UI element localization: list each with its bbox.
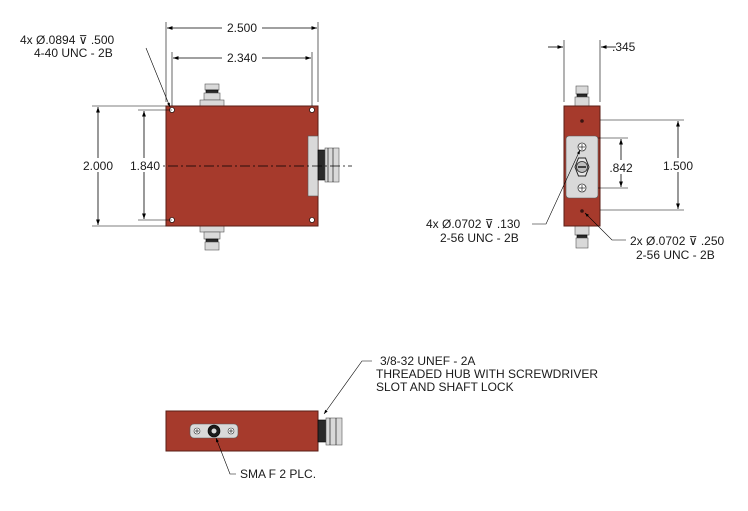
- side-holes-line2: 2-56 UNC - 2B: [636, 248, 715, 262]
- side-view: .345 .842 1.500 4x Ø.0702 ⊽ .130 2-56 UN…: [426, 40, 725, 262]
- side-holes-line1: 2x Ø.0702 ⊽ .250: [630, 234, 725, 248]
- top-sma-connector: [199, 83, 225, 107]
- dim-overall-width: 2.500: [227, 21, 257, 35]
- sma-connector-bottom: [189, 423, 239, 439]
- bottom-sma-connector: [199, 225, 225, 251]
- dim-overall-height: 2.000: [83, 159, 113, 173]
- hole-callout-line2: 4-40 UNC - 2B: [34, 46, 113, 60]
- corner-hole-br: [309, 217, 315, 223]
- corner-hole-tr: [309, 107, 315, 113]
- hole-callout-line1: 4x Ø.0894 ⊽ .500: [20, 33, 115, 47]
- dim-connector-spacing: .842: [609, 161, 633, 175]
- dim-height: 1.500: [663, 159, 693, 173]
- hub-callout-line3: SLOT AND SHAFT LOCK: [376, 380, 514, 394]
- hub-callout-line2: THREADED HUB WITH SCREWDRIVER: [376, 367, 598, 381]
- side-bottom-connector: [574, 225, 590, 249]
- dim-hole-spacing-width: 2.340: [227, 51, 257, 65]
- bottom-view: 3/8-32 UNEF - 2A THREADED HUB WITH SCREW…: [165, 354, 598, 481]
- hub-callout-line1: 3/8-32 UNEF - 2A: [380, 354, 475, 368]
- threaded-hub-side: [317, 417, 343, 446]
- front-holes-line1: 4x Ø.0702 ⊽ .130: [426, 217, 521, 231]
- dim-hole-spacing-height: 1.840: [130, 159, 160, 173]
- dim-thickness: .345: [612, 40, 636, 54]
- top-view: 2.500 2.340 2.000 1.840 4x Ø.0894 ⊽ .500…: [20, 20, 352, 251]
- sma-connector-note: SMA F 2 PLC.: [240, 467, 316, 481]
- side-top-connector: [574, 85, 590, 107]
- bottom-view-body: [165, 410, 319, 452]
- front-holes-line2: 2-56 UNC - 2B: [440, 231, 519, 245]
